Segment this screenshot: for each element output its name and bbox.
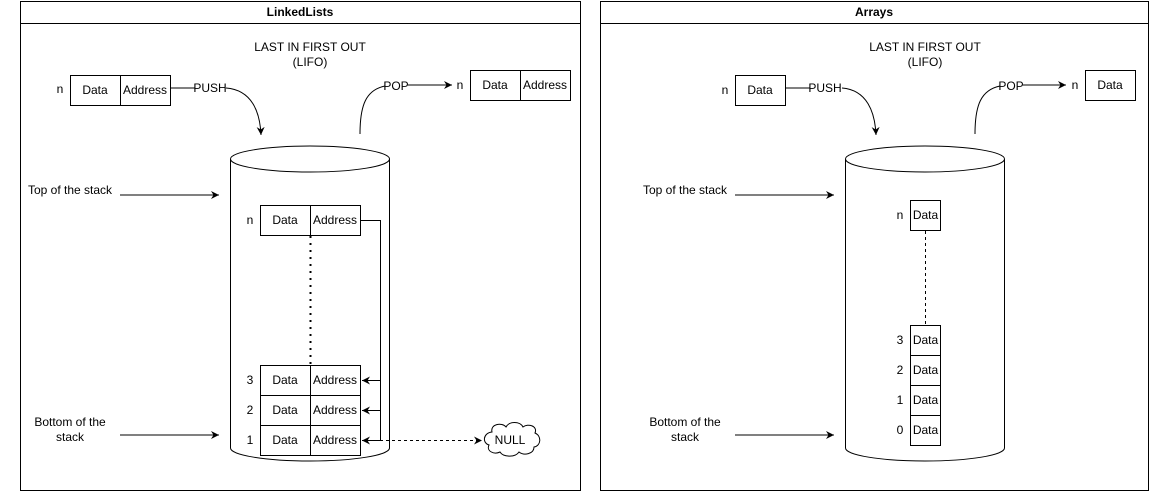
pop-node-data: Data [482, 78, 508, 92]
top-node-address: Address [313, 213, 357, 227]
pop-node-address: Address [523, 78, 567, 92]
pop-arrow-curve [359, 85, 386, 135]
push-arrow [841, 87, 880, 136]
lifo-heading-line1: LAST IN FIRST OUT [869, 40, 981, 54]
top-node-data-cell [260, 205, 311, 236]
push-node-index: n [722, 83, 729, 97]
pointer-top-to-3 [360, 220, 381, 385]
push-node-address-cell [120, 75, 171, 106]
top-node-address-cell [310, 205, 361, 236]
pop-label: POP [998, 79, 1023, 93]
top-cell [910, 200, 941, 231]
cell-data: Data [913, 363, 939, 377]
arrays-panel: Arrays LAST IN FIRST OUT (LIFO) n Data P… [600, 1, 1149, 491]
push-node-data: Data [82, 83, 108, 97]
push-node-data-cell [70, 75, 121, 106]
bottom-of-stack-label-line2: stack [56, 430, 85, 444]
null-label: NULL [495, 433, 526, 447]
bottom-of-stack-label-line2: stack [671, 430, 700, 444]
lifo-heading-line2: (LIFO) [908, 55, 943, 69]
cell-data: Data [913, 393, 939, 407]
array-cell-3: 3 Data [897, 325, 941, 356]
push-node-data: Data [747, 83, 773, 97]
arrays-frame [600, 1, 1149, 491]
cell-data: Data [913, 333, 939, 347]
linked-node-2: 2 Data Address [247, 395, 361, 426]
node-address: Address [313, 373, 357, 387]
arrays-title: Arrays [855, 5, 893, 19]
cell-index: 0 [897, 423, 904, 437]
linkedlists-title: LinkedLists [267, 5, 334, 19]
top-cell-data: Data [913, 208, 939, 222]
linked-node-3: 3 Data Address [247, 365, 361, 396]
node-address: Address [313, 433, 357, 447]
linkedlists-panel: LinkedLists LAST IN FIRST OUT (LIFO) n D… [20, 1, 581, 491]
pop-node-index: n [457, 78, 464, 92]
cell-data: Data [913, 423, 939, 437]
cell-index: 2 [897, 363, 904, 377]
cell-index: 3 [897, 333, 904, 347]
linked-node-1: 1 Data Address [247, 425, 361, 456]
top-of-stack-label: Top of the stack [643, 183, 728, 197]
node-index: 2 [247, 403, 254, 417]
pop-label: POP [383, 79, 408, 93]
array-cell-2: 2 Data [897, 355, 941, 386]
push-node-address: Address [123, 83, 167, 97]
array-cell-0: 0 Data [897, 415, 941, 446]
push-node-index: n [57, 82, 64, 96]
null-cloud [484, 422, 541, 457]
node-index: 3 [247, 373, 254, 387]
node-data: Data [272, 373, 298, 387]
array-cell-1: 1 Data [897, 385, 941, 416]
top-cell-index: n [897, 208, 904, 222]
pop-node-data: Data [1097, 78, 1123, 92]
node-data: Data [272, 433, 298, 447]
lifo-heading-line1: LAST IN FIRST OUT [254, 40, 366, 54]
node-index: 1 [247, 433, 254, 447]
pop-node-index: n [1072, 78, 1079, 92]
pop-node-address-cell [520, 70, 571, 101]
pop-arrow-curve [974, 85, 1001, 135]
node-address: Address [313, 403, 357, 417]
top-node-index: n [247, 213, 254, 227]
push-arrow [225, 87, 265, 136]
push-node-data-cell [735, 75, 786, 106]
top-node-data: Data [272, 213, 298, 227]
bottom-of-stack-label-line1: Bottom of the [34, 415, 106, 429]
node-data: Data [272, 403, 298, 417]
pop-node-data-cell [1085, 70, 1136, 101]
linkedlists-frame [20, 1, 581, 491]
cell-index: 1 [897, 393, 904, 407]
top-of-stack-label: Top of the stack [28, 183, 113, 197]
lifo-heading-line2: (LIFO) [293, 55, 328, 69]
push-label: PUSH [808, 81, 841, 95]
bottom-of-stack-label-line1: Bottom of the [649, 415, 721, 429]
push-label: PUSH [193, 81, 226, 95]
